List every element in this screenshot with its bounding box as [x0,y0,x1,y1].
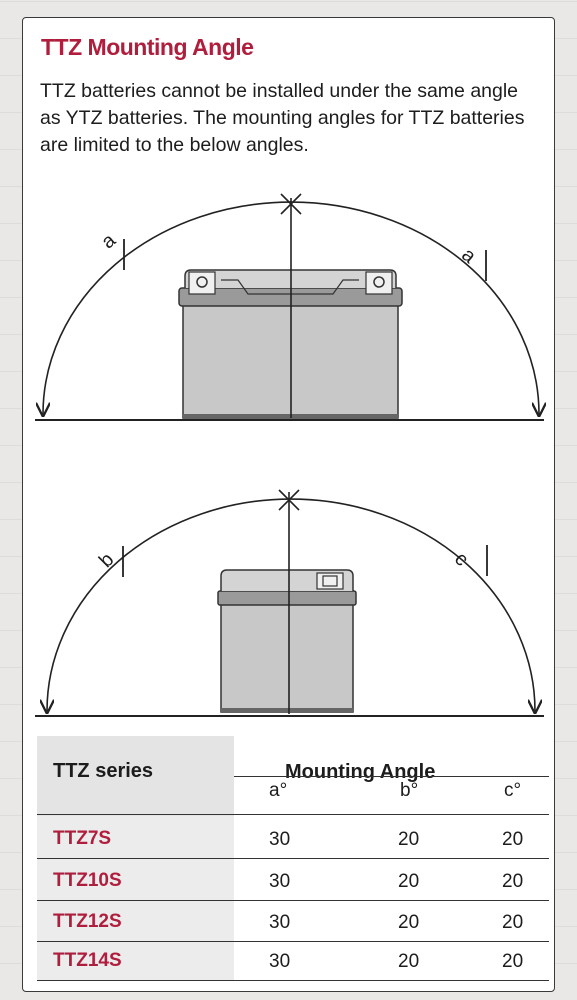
battery-bottom [217,569,357,713]
angle-a-value: 30 [269,871,291,892]
col-a-header: a° [269,780,288,801]
angle-b-value: 20 [398,871,420,892]
col-b-header: b° [400,780,419,801]
angle-c-value: 20 [502,871,524,892]
angle-c-value: 20 [502,829,524,850]
table-row: TTZ14S 30 20 20 [37,942,549,980]
series-model: TTZ12S [53,911,122,932]
table-row: TTZ7S 30 20 20 [37,820,549,858]
angle-a-value: 30 [269,829,291,850]
angle-a-value: 30 [269,912,291,933]
diagram-top: a a [35,193,544,421]
series-model: TTZ10S [53,870,122,891]
diagram-bottom: b c [35,489,544,717]
angle-b-value: 20 [398,912,420,933]
series-header: TTZ series [53,760,154,782]
series-model: TTZ14S [53,950,122,971]
angle-c-value: 20 [502,951,524,972]
table-row: TTZ12S 30 20 20 [37,903,549,941]
angle-a-value: 30 [269,951,291,972]
angle-label-right-top: a [457,244,480,269]
mounting-angle-table: TTZ series Mounting Angle a° b° c° TTZ7S… [37,736,549,981]
mounting-angle-header: Mounting Angle [285,761,436,783]
angle-b-value: 20 [398,951,420,972]
angle-b-value: 20 [398,829,420,850]
angle-c-value: 20 [502,912,524,933]
table-row: TTZ10S 30 20 20 [37,862,549,900]
angle-label-left-bottom: b [95,549,118,572]
series-model: TTZ7S [53,828,112,849]
intro-paragraph: TTZ batteries cannot be installed under … [40,80,525,156]
mounting-diagrams: a a b c [35,193,556,717]
page-title: TTZ Mounting Angle [41,34,254,60]
angle-label-left-top: a [97,229,120,254]
mounting-angle-panel: TTZ Mounting Angle TTZ batteries cannot … [22,17,555,992]
col-c-header: c° [504,780,522,801]
